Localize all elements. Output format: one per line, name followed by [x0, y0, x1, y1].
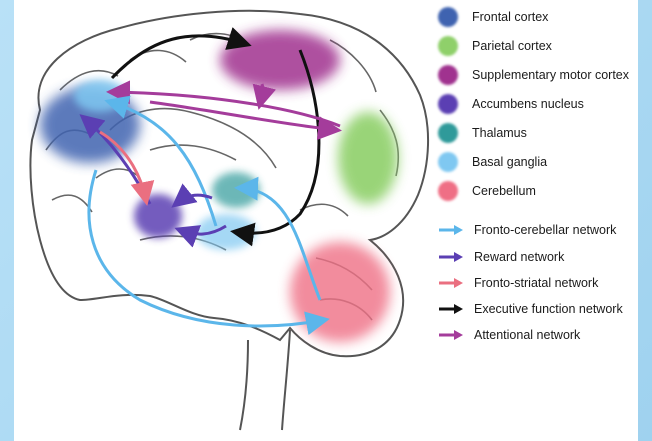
legend-item-accumbens-nucleus: Accumbens nucleus	[438, 93, 584, 115]
legend-item-fronto-striatal-network: Fronto-striatal network	[438, 272, 598, 294]
legend-item-parietal-cortex: Parietal cortex	[438, 35, 552, 57]
legend-item-fronto-cerebellar-network: Fronto-cerebellar network	[438, 219, 616, 241]
legend-item-supplementary-motor-cortex: Supplementary motor cortex	[438, 64, 629, 86]
legend-label: Attentional network	[474, 328, 580, 342]
arrow-right-icon	[438, 277, 464, 289]
supplementary-motor-region	[220, 30, 340, 90]
parietal-cortex-region	[338, 112, 398, 204]
arrow-right-icon	[438, 329, 464, 341]
arrow-right-icon	[438, 303, 464, 315]
legend-label: Executive function network	[474, 302, 623, 316]
legend-label: Parietal cortex	[472, 39, 552, 53]
accumbens-region	[134, 194, 182, 238]
legend-item-thalamus: Thalamus	[438, 122, 527, 144]
legend-label: Reward network	[474, 250, 564, 264]
legend-label: Fronto-cerebellar network	[474, 223, 616, 237]
legend-label: Fronto-striatal network	[474, 276, 598, 290]
frontal-cortex-swatch	[438, 7, 458, 27]
arrow-right-icon	[438, 251, 464, 263]
cerebellum-swatch	[438, 181, 458, 201]
basal-ganglia-swatch	[438, 152, 458, 172]
thalamus-swatch	[438, 123, 458, 143]
legend-label: Supplementary motor cortex	[472, 68, 629, 82]
legend-label: Frontal cortex	[472, 10, 548, 24]
arrow-right-icon	[438, 224, 464, 236]
legend-item-executive-function-network: Executive function network	[438, 298, 623, 320]
legend-label: Cerebellum	[472, 184, 536, 198]
legend-item-basal-ganglia: Basal ganglia	[438, 151, 547, 173]
frontal-basal-region	[74, 80, 126, 112]
legend-label: Basal ganglia	[472, 155, 547, 169]
parietal-cortex-swatch	[438, 36, 458, 56]
legend-item-attentional-network: Attentional network	[438, 324, 580, 346]
legend-label: Accumbens nucleus	[472, 97, 584, 111]
legend-item-cerebellum: Cerebellum	[438, 180, 536, 202]
supplementary-motor-swatch	[438, 65, 458, 85]
legend-item-reward-network: Reward network	[438, 246, 564, 268]
accumbens-swatch	[438, 94, 458, 114]
legend-label: Thalamus	[472, 126, 527, 140]
legend-item-frontal-cortex: Frontal cortex	[438, 6, 548, 28]
